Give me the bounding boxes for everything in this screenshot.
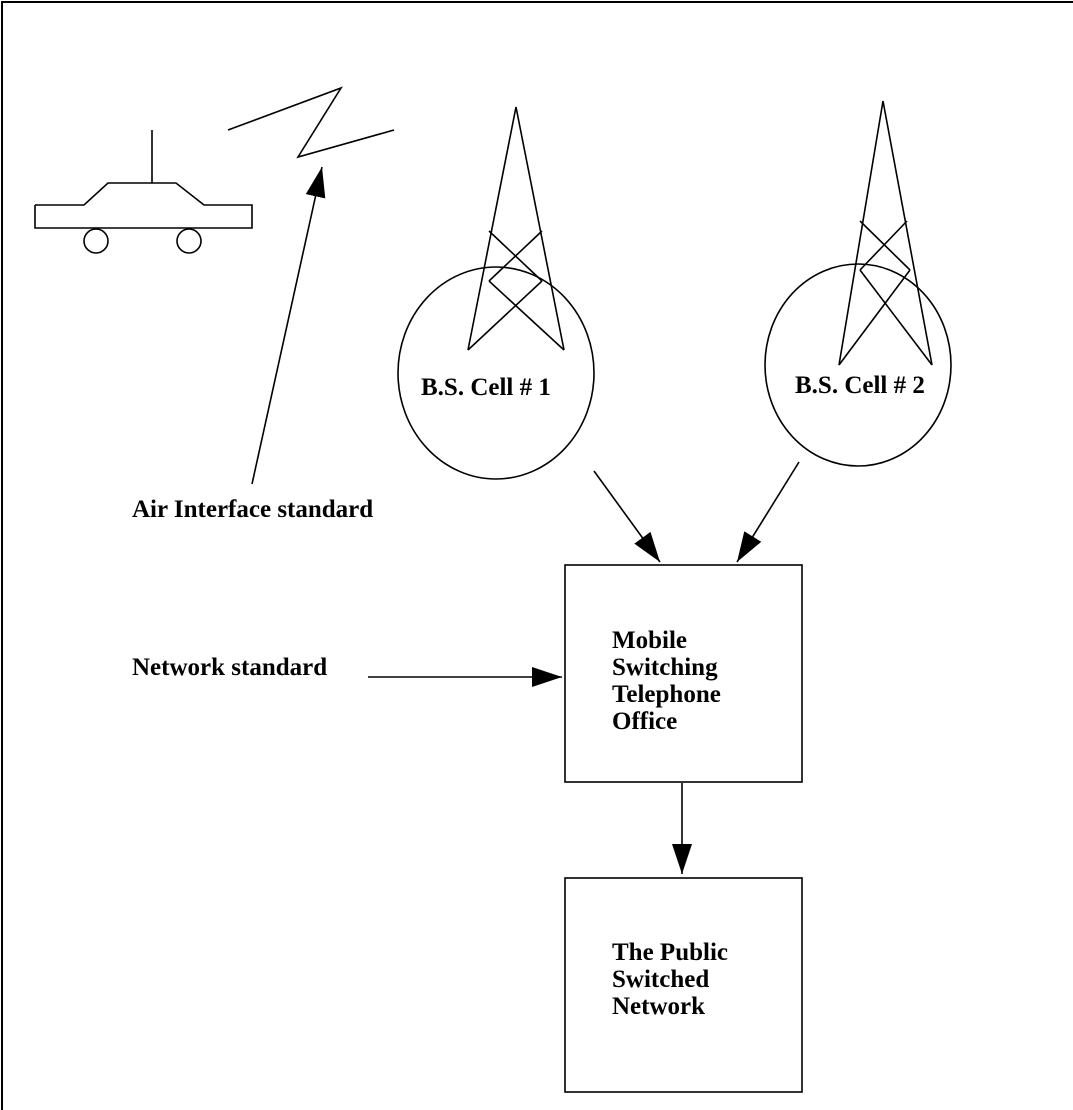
pstn-label: The Public Switched Network bbox=[612, 939, 734, 1020]
mso-label-line: Telephone bbox=[612, 681, 721, 708]
cell1-ellipse bbox=[397, 266, 595, 480]
pstn-label-line: Switched bbox=[612, 966, 709, 993]
cell2-to-mso-arrow bbox=[736, 461, 800, 563]
mso-label: Mobile Switching Telephone Office bbox=[612, 627, 727, 735]
pstn-label-line: Network bbox=[612, 993, 705, 1020]
lightning-signal-icon bbox=[227, 86, 395, 159]
pstn-box bbox=[564, 877, 803, 1093]
air-interface-label: Air Interface standard bbox=[132, 496, 373, 523]
mso-box bbox=[564, 564, 803, 783]
cell2-ellipse bbox=[764, 263, 952, 467]
antenna-tower-icon bbox=[838, 100, 933, 366]
air-interface-arrow bbox=[251, 166, 326, 485]
mso-label-line: Office bbox=[612, 708, 677, 735]
antenna-tower-icon bbox=[467, 106, 565, 351]
network-standard-label: Network standard bbox=[132, 654, 327, 681]
mso-label-line: Switching bbox=[612, 654, 718, 681]
pstn-label-line: The Public bbox=[612, 939, 728, 966]
cell1-label: B.S. Cell # 1 bbox=[421, 374, 551, 401]
mso-label-line: Mobile bbox=[612, 627, 687, 654]
cell1-group: B.S. Cell # 1 bbox=[397, 106, 595, 480]
cell2-group: B.S. Cell # 2 bbox=[764, 100, 952, 467]
cell2-label: B.S. Cell # 2 bbox=[795, 372, 925, 399]
cell1-to-mso-arrow bbox=[593, 470, 661, 563]
car-with-antenna-icon bbox=[34, 130, 253, 254]
